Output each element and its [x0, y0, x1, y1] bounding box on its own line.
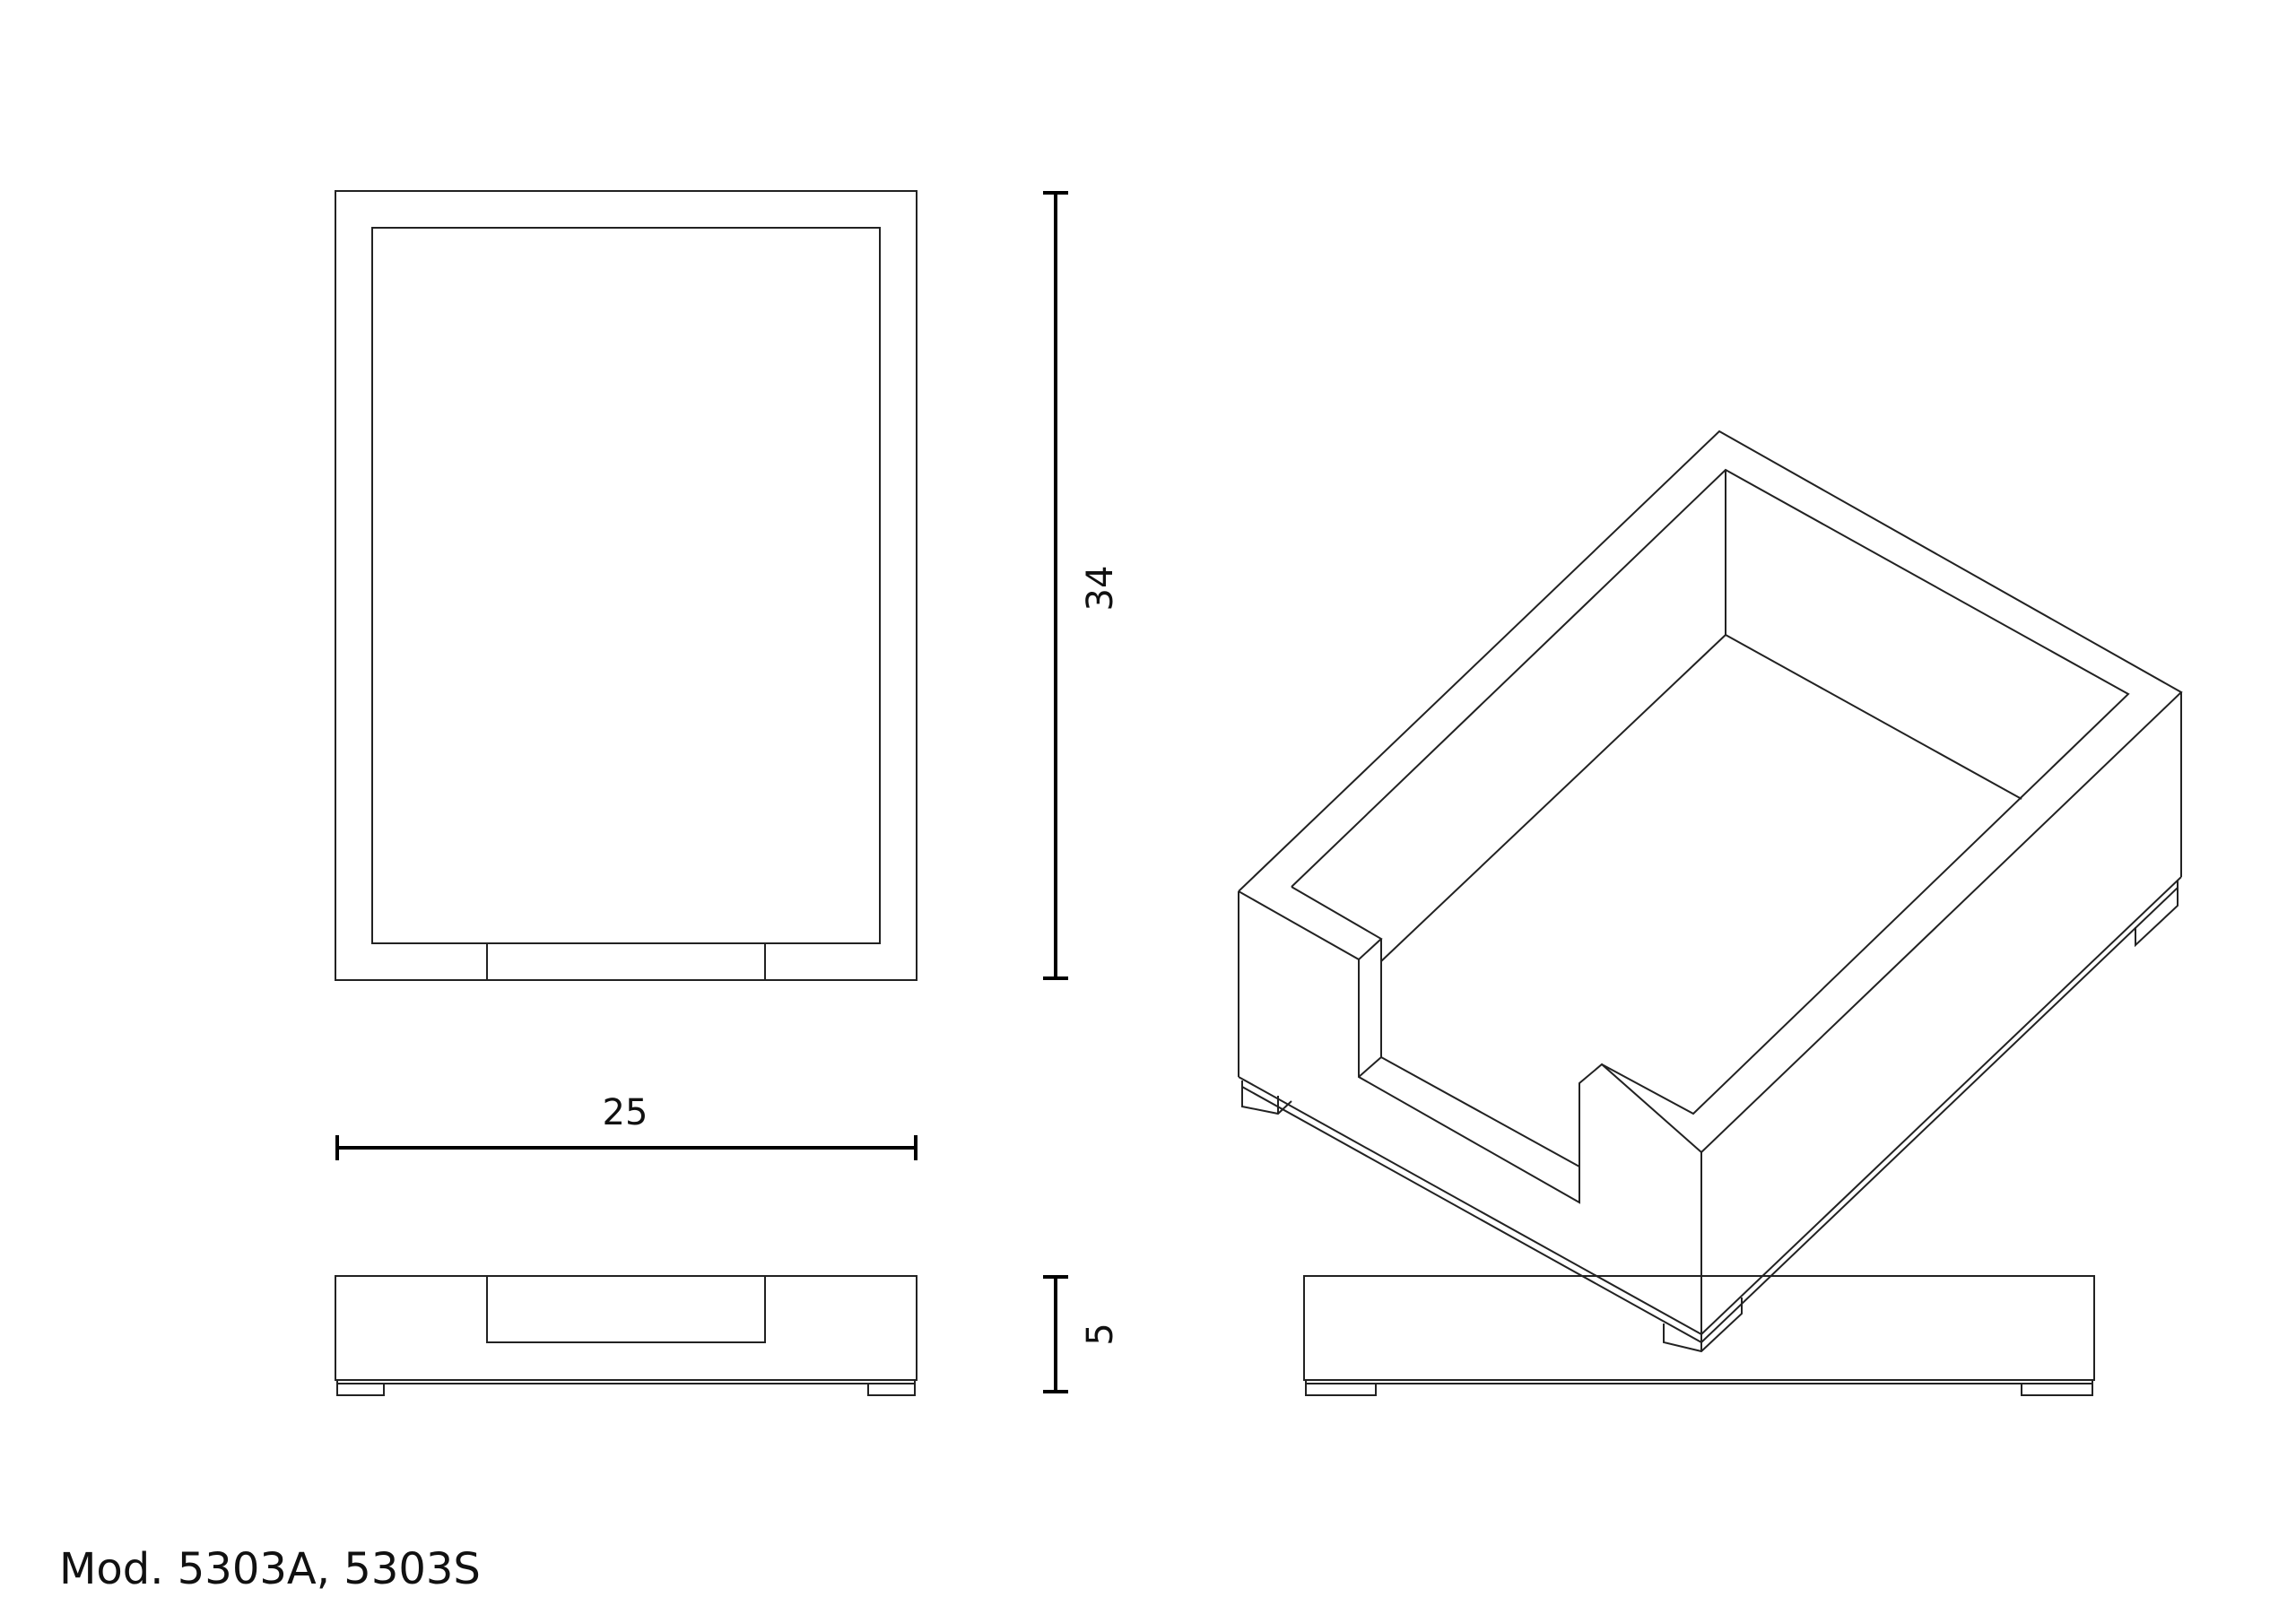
top-view: [335, 190, 918, 981]
foot: [867, 1383, 916, 1396]
foot: [2135, 888, 2179, 948]
foot: [1305, 1383, 1377, 1396]
height-dimension: 34: [1043, 191, 1121, 980]
front-view: [335, 1275, 918, 1396]
width-dimension: 25: [335, 1092, 918, 1160]
isometric-view: [1238, 430, 2183, 1353]
model-caption: Mod. 5303A, 5303S: [59, 1544, 481, 1594]
foot: [1241, 1087, 1292, 1115]
foot: [1663, 1298, 1743, 1353]
depth-dimension: 5: [1043, 1275, 1121, 1393]
height-label: 34: [1080, 566, 1121, 612]
foot: [2021, 1383, 2093, 1396]
side-view: [1303, 1275, 2095, 1396]
depth-label: 5: [1080, 1323, 1121, 1345]
width-label: 25: [603, 1092, 648, 1133]
foot: [336, 1383, 385, 1396]
